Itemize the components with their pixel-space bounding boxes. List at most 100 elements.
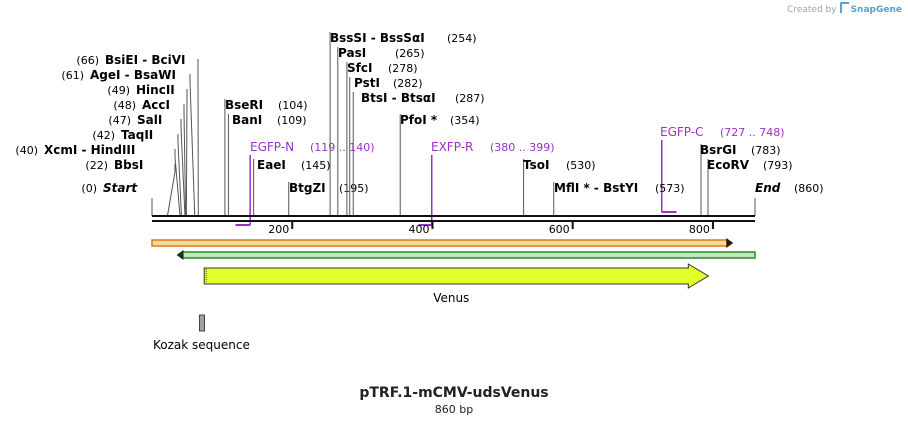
- site-connector: [177, 134, 182, 217]
- site-name: PstI: [354, 76, 380, 90]
- site-position: (145): [301, 159, 331, 172]
- site-position: (254): [447, 32, 477, 45]
- primer-exfp-r: EXFP-R(380 .. 399): [418, 140, 555, 226]
- site-name: EcoRV: [707, 158, 750, 172]
- restriction-site-pfoi: PfoI * (354): [399, 113, 480, 216]
- green-arrow-head: [176, 250, 184, 260]
- restriction-site-btsi: BtsI - BtsαI (287): [352, 91, 485, 216]
- restriction-site-btgzi: BtgZI (195): [288, 181, 369, 216]
- venus-arrow: [203, 263, 710, 289]
- site-position: (278): [388, 62, 418, 75]
- restriction-site-tsoi: TsoI (530): [523, 158, 596, 216]
- plasmid-length: 860 bp: [434, 403, 474, 416]
- site-position: (109): [277, 114, 307, 127]
- orange-arrow-body: [151, 239, 729, 247]
- site-position: (40): [15, 144, 38, 157]
- primer-range: (380 .. 399): [490, 141, 555, 154]
- site-name: BbsI: [114, 158, 143, 172]
- restriction-site-hincii: (49)HincII: [107, 83, 188, 217]
- site-name: AccI: [142, 98, 170, 112]
- site-name: BanI: [232, 113, 262, 127]
- site-name: BtsI - BtsαI: [361, 91, 436, 105]
- site-name: TsoI: [523, 158, 549, 172]
- kozak-label: Kozak sequence: [153, 338, 250, 352]
- scale-ticks: 200 400 600 800: [268, 222, 714, 236]
- restriction-site-agei: (61) AgeI - BsaWI: [61, 68, 196, 217]
- site-connector: [189, 74, 196, 217]
- plasmid-name: pTRF.1-mCMV-udsVenus: [359, 385, 549, 401]
- primer-name: EGFP-N: [250, 140, 294, 154]
- restriction-site-bbsi: (22) BbsI: [85, 158, 176, 217]
- feature-orange-arrow: [151, 238, 734, 248]
- restriction-site-acci: (48) AccI: [113, 98, 187, 217]
- site-position: (265): [395, 47, 425, 60]
- site-name: PasI: [338, 46, 366, 60]
- site-connector: [180, 119, 186, 217]
- site-name: SalI: [137, 113, 162, 127]
- site-connector: [174, 149, 181, 217]
- site-position: (61): [61, 69, 84, 82]
- restriction-site-pasi: PasI (265): [337, 46, 425, 216]
- green-arrow-body: [181, 251, 756, 259]
- site-position: (42): [92, 129, 115, 142]
- site-name: SfcI: [347, 61, 372, 75]
- scale-tick-label: 200: [268, 223, 289, 236]
- site-position: (530): [566, 159, 596, 172]
- restriction-site-layer: (0)Start (22) BbsI (40) XcmI - HindIII(42) Ta…: [15, 31, 824, 217]
- restriction-site-ecorv: EcoRV (793): [707, 158, 793, 216]
- snapgene-logo-icon: [839, 2, 849, 13]
- site-position: (282): [393, 77, 423, 90]
- site-position: (793): [763, 159, 793, 172]
- site-name: BssSI - BssSαI: [330, 31, 425, 45]
- restriction-site-taqii: (42) TaqII: [92, 128, 182, 217]
- site-name: MflI * - BstYI: [554, 181, 638, 195]
- orange-arrow-head: [726, 238, 734, 248]
- site-position: (195): [339, 182, 369, 195]
- site-position: (354): [450, 114, 480, 127]
- site-name: BtgZI: [289, 181, 326, 195]
- restriction-site-start: (0)Start: [81, 181, 153, 216]
- restriction-site-xcmi: (40) XcmI - HindIII: [15, 143, 181, 217]
- restriction-site-bani: BanI (109): [227, 113, 307, 216]
- primer-range: (119 .. 140): [310, 141, 375, 154]
- restriction-site-bsssi: BssSI - BssSαI (254): [329, 31, 477, 216]
- kozak-box: [198, 314, 205, 332]
- site-name: AgeI - BsaWI: [90, 68, 176, 82]
- site-name: BsiEI - BciVI: [105, 53, 186, 67]
- site-position: (104): [278, 99, 308, 112]
- feature-venus: Venus: [203, 263, 710, 305]
- scale-tick-label: 600: [549, 223, 570, 236]
- credit-brand: SnapGene: [850, 5, 902, 15]
- site-position: (0): [81, 182, 97, 195]
- site-position: (47): [108, 114, 131, 127]
- primer-name: EGFP-C: [660, 125, 703, 139]
- restriction-site-eaei: EaeI (145): [253, 158, 331, 216]
- site-name: PfoI *: [400, 113, 438, 127]
- restriction-site-bseri: BseRI (104): [224, 98, 308, 216]
- site-name: BseRI: [225, 98, 263, 112]
- feature-green-arrow: [176, 250, 756, 260]
- site-position: (22): [85, 159, 108, 172]
- restriction-site-end: End (860): [754, 181, 824, 216]
- site-name: TaqII: [121, 128, 153, 142]
- primer-egfp-n: EGFP-N (119 .. 140): [235, 140, 375, 226]
- site-position: (860): [794, 182, 824, 195]
- scale-tick-label: 800: [689, 223, 710, 236]
- site-position: (48): [113, 99, 136, 112]
- site-name: End: [755, 181, 781, 195]
- restriction-site-bsrgi: BsrGI(783): [700, 143, 781, 216]
- site-position: (783): [751, 144, 781, 157]
- site-position: (49): [107, 84, 130, 97]
- scale-tick-label: 400: [408, 223, 429, 236]
- site-position: (573): [655, 182, 685, 195]
- restriction-site-sali: (47) SalI: [108, 113, 186, 217]
- primer-range: (727 .. 748): [720, 126, 785, 139]
- site-name: XcmI - HindIII: [44, 143, 135, 157]
- snapgene-credit: Created by SnapGene: [787, 2, 902, 15]
- site-name: EaeI: [257, 158, 286, 172]
- site-position: (287): [455, 92, 485, 105]
- restriction-site-sfci: SfcI (278): [346, 61, 418, 216]
- credit-prefix: Created by: [787, 5, 837, 15]
